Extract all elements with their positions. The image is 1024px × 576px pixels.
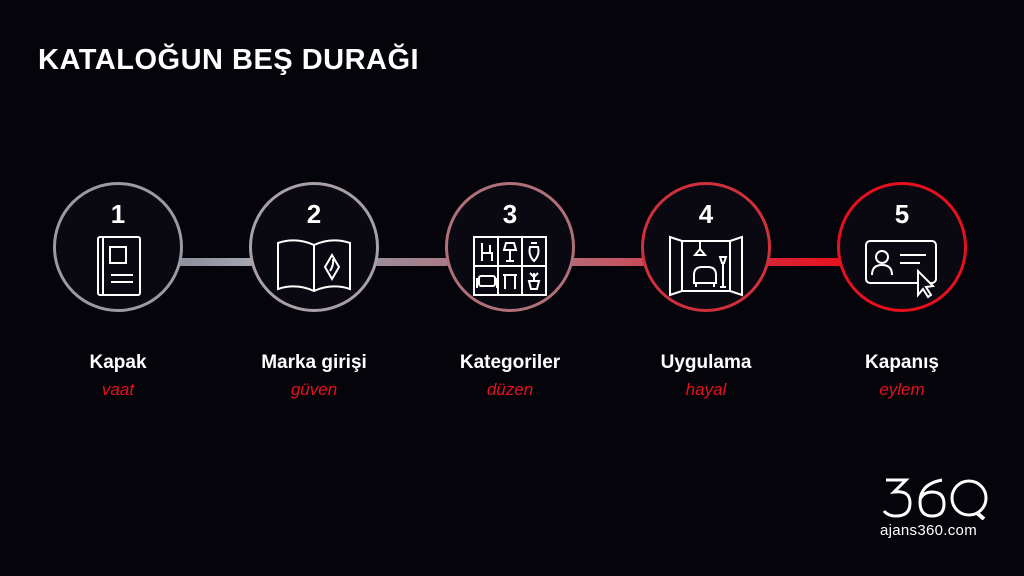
room-scene-icon xyxy=(669,235,743,297)
step-1-sub: vaat xyxy=(101,380,135,399)
connector-4-5 xyxy=(762,258,842,266)
step-2-circle: 2 xyxy=(249,182,379,312)
step-3-label: Kategoriler xyxy=(459,352,561,373)
step-5-label: Kapanış xyxy=(865,352,939,373)
connector-2-3 xyxy=(370,258,450,266)
step-2-label: Marka girişi xyxy=(261,352,367,373)
page-title: KATALOĞUN BEŞ DURAĞI xyxy=(38,44,420,76)
step-1: 1 Kapak vaat xyxy=(38,182,198,400)
step-1-circle: 1 xyxy=(53,182,183,312)
step-1-number: 1 xyxy=(110,199,126,229)
step-3: 3 Kategoriler düzen xyxy=(430,182,590,400)
furniture-grid-icon xyxy=(473,236,547,296)
brand-logo-360-icon xyxy=(882,478,988,520)
step-4-number: 4 xyxy=(698,199,714,229)
book-cover-icon xyxy=(97,236,141,296)
open-book-icon xyxy=(277,239,351,293)
brand-url[interactable]: ajans360.com xyxy=(880,522,977,539)
step-3-sub: düzen xyxy=(486,380,534,399)
brand: ajans360.com xyxy=(880,470,990,539)
step-2-sub: güven xyxy=(290,380,338,399)
step-5-circle: 5 xyxy=(837,182,967,312)
connector-3-4 xyxy=(566,258,646,266)
connector-1-2 xyxy=(174,258,254,266)
step-1-label: Kapak xyxy=(89,352,147,373)
step-5-number: 5 xyxy=(894,199,910,229)
step-2: 2 Marka girişi güven xyxy=(234,182,394,400)
step-4: 4 Uygulama hayal xyxy=(626,182,786,400)
step-5-sub: eylem xyxy=(879,380,925,399)
step-4-circle: 4 xyxy=(641,182,771,312)
step-3-number: 3 xyxy=(502,199,518,229)
step-2-number: 2 xyxy=(306,199,322,229)
step-4-sub: hayal xyxy=(685,380,727,399)
step-4-label: Uygulama xyxy=(660,352,752,373)
step-3-circle: 3 xyxy=(445,182,575,312)
contact-card-cursor-icon xyxy=(865,240,937,299)
step-5: 5 Kapanış eylem xyxy=(822,182,982,400)
